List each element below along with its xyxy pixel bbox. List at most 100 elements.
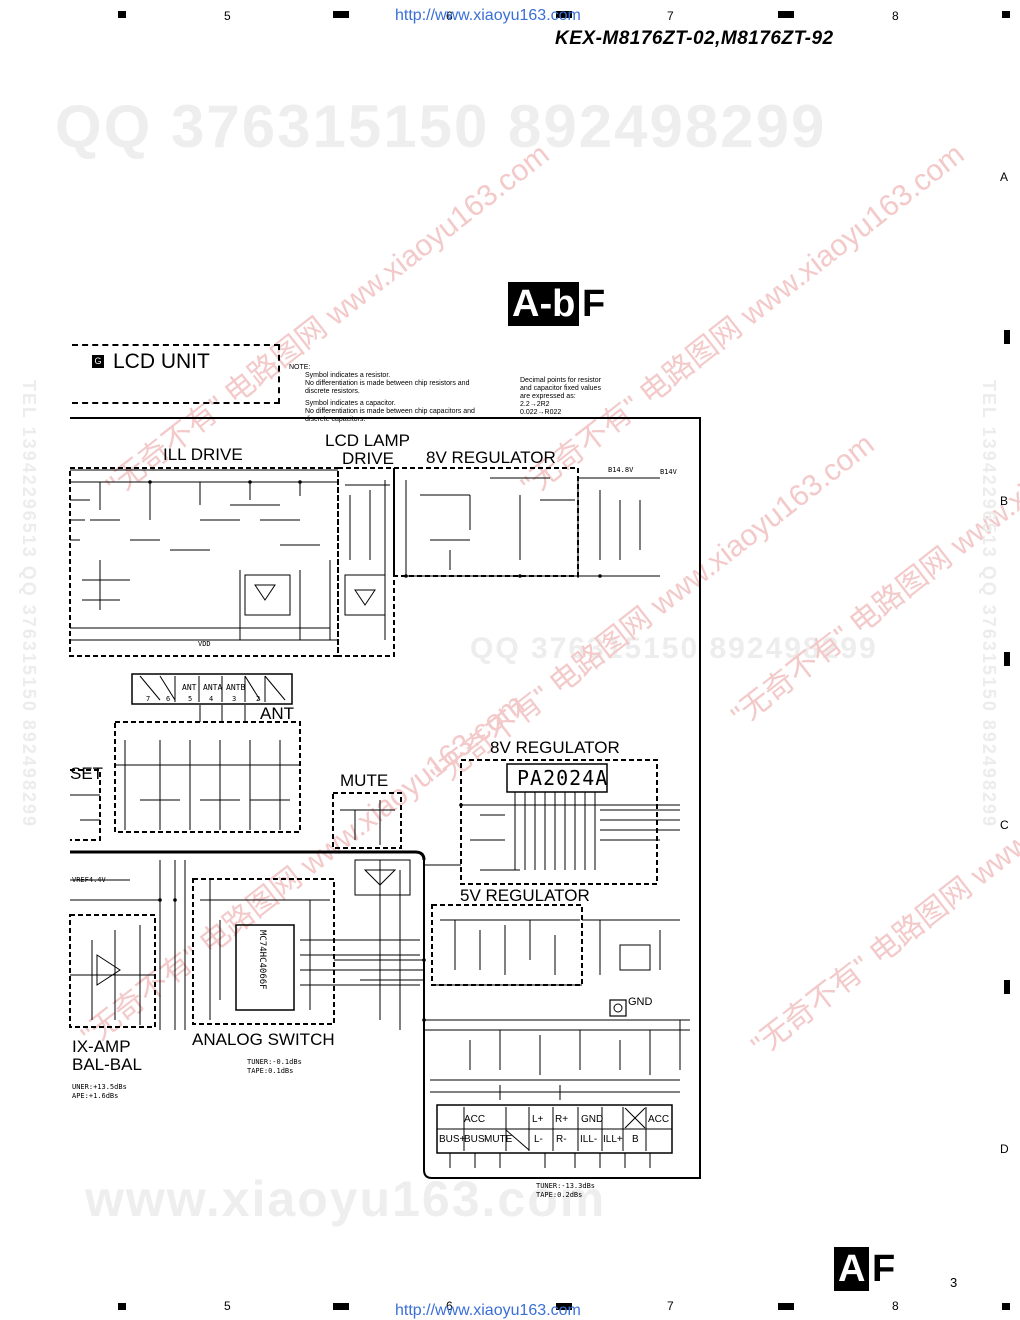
notes-left: Symbol indicates a resistor. No differen… xyxy=(305,372,475,424)
net-b14v: B14V xyxy=(660,468,677,476)
conn-pin-lminus: L- xyxy=(534,1134,543,1145)
page-number: 3 xyxy=(950,1275,958,1290)
ruler-mark xyxy=(1002,1303,1010,1310)
row-letter: A xyxy=(1000,170,1009,184)
conn-pin-illminus: ILL- xyxy=(580,1134,598,1145)
ruler-mark xyxy=(778,11,794,18)
ruler-mark xyxy=(333,11,349,18)
watermark-qq-mid: QQ 376315150 892498299 xyxy=(470,632,878,665)
mix-tuner-level: UNER:+13.5dBs xyxy=(72,1083,127,1091)
note-line: No differentiation is made between chip … xyxy=(305,408,475,415)
watermark-www-bottom: www.xiaoyu163.com xyxy=(85,1171,607,1227)
ant-pin-number: 3 xyxy=(232,695,237,703)
note-line: Decimal points for resistor xyxy=(520,377,601,384)
section-f-label: F xyxy=(582,283,606,325)
regulator-8v-top-label: 8V REGULATOR xyxy=(426,448,556,467)
note-line: and capacitor fixed values xyxy=(520,385,601,392)
net-vref: VREF4.4V xyxy=(72,876,106,884)
bal-bal-label: BAL-BAL xyxy=(72,1055,142,1074)
conn-pin-illplus: ILL+ xyxy=(603,1134,623,1145)
column-number: 6 xyxy=(446,9,453,23)
notes-title: NOTE: xyxy=(289,364,311,371)
row-mark xyxy=(1004,980,1010,994)
set-label: SET xyxy=(70,764,104,783)
mute-label: MUTE xyxy=(340,771,389,790)
conn-pin-rplus: R+ xyxy=(555,1114,569,1125)
column-number: 5 xyxy=(224,9,231,23)
net-vdd: VDD xyxy=(198,640,211,648)
section-ab-label: A-b xyxy=(508,282,580,326)
watermark-qq-top: QQ 376315150 892498299 xyxy=(55,93,827,160)
lcd-lamp-label: LCD LAMP xyxy=(325,431,411,450)
notes-right: Decimal points for resistor and capacito… xyxy=(520,377,601,417)
column-number: 8 xyxy=(892,9,899,23)
ruler-mark xyxy=(1002,11,1010,18)
ant-pin-anta: ANTA xyxy=(203,683,223,692)
row-mark xyxy=(1004,652,1010,666)
regulator-8v-mid-label: 8V REGULATOR xyxy=(490,738,620,757)
note-line: discrete capacitors. xyxy=(305,416,366,423)
lcd-unit-label: LCD UNIT xyxy=(113,350,210,373)
note-line: Symbol indicates a resistor. xyxy=(305,372,391,379)
row-mark xyxy=(1004,330,1010,344)
watermark-vertical-left: TEL 13942296513 QQ 376315150 892498299 xyxy=(19,380,39,828)
row-letter: D xyxy=(1000,1142,1009,1156)
note-line: Symbol indicates a capacitor. xyxy=(305,400,396,407)
ant-pin-number: 4 xyxy=(209,695,214,703)
ant-pin-number: 2 xyxy=(256,695,261,703)
mix-amp-label: IX-AMP xyxy=(72,1037,131,1056)
note-line: are expressed as: xyxy=(520,393,576,400)
model-title: KEX-M8176ZT-02,M8176ZT-92 xyxy=(555,28,834,49)
watermark-vertical-right: TEL 13942296513 QQ 376315150 892498299 xyxy=(979,380,999,828)
ant-pin-number: 7 xyxy=(146,695,151,703)
row-letter: B xyxy=(1000,494,1009,508)
ant-pin-antb: ANTB xyxy=(226,683,246,692)
analog-tape-level: TAPE:0.1dBs xyxy=(247,1067,294,1075)
mix-tape-level: APE:+1.6dBs xyxy=(72,1092,119,1100)
conn-pin-rminus: R- xyxy=(556,1134,567,1145)
note-line: No differentiation is made between chip … xyxy=(305,380,470,387)
conn-pin-busminus: BUS- xyxy=(464,1134,488,1145)
regulator-5v-label: 5V REGULATOR xyxy=(460,886,590,905)
ant-pin-number: 5 xyxy=(188,695,193,703)
ruler-mark xyxy=(118,11,126,18)
column-number: 8 xyxy=(892,1299,899,1313)
ant-pin-ant: ANT xyxy=(182,683,197,692)
header-url-link[interactable]: http://www.xiaoyu163.com xyxy=(395,7,581,24)
column-number: 7 xyxy=(667,9,674,23)
net-b14v8: B14.8V xyxy=(608,466,634,474)
gnd-label: GND xyxy=(628,996,653,1008)
ruler-mark xyxy=(556,11,572,18)
conn-pin-gnd: GND xyxy=(581,1114,604,1125)
footer-section-f: F xyxy=(872,1248,896,1290)
conn-pin-acc-1: ACC xyxy=(464,1114,486,1125)
footer-section-a: A xyxy=(834,1247,870,1291)
analog-tuner-level: TUNER:-0.1dBs xyxy=(247,1058,302,1066)
ic-switch-label: MC74HC4066F xyxy=(257,930,267,990)
lcd-unit-badge: G xyxy=(92,355,104,368)
footer-url-link[interactable]: http://www.xiaoyu163.com xyxy=(395,1302,581,1319)
ruler-mark xyxy=(333,1303,349,1310)
conn-tape-level: TAPE:0.2dBs xyxy=(536,1191,583,1199)
column-number: 5 xyxy=(224,1299,231,1313)
column-number: 6 xyxy=(446,1299,453,1313)
conn-pin-acc-2: ACC xyxy=(648,1114,670,1125)
note-line: 0.022→R022 xyxy=(520,409,562,416)
analog-switch-label: ANALOG SWITCH xyxy=(192,1030,335,1049)
ic-pa2024a-label: PA2024A xyxy=(517,766,609,790)
conn-pin-b: B xyxy=(632,1134,639,1145)
ant-label: ANT xyxy=(260,704,294,723)
conn-pin-mute: MUTE xyxy=(484,1134,513,1145)
note-line: 2.2→2R2 xyxy=(520,401,550,408)
conn-pin-lplus: L+ xyxy=(532,1114,544,1125)
ill-drive-label: ILL DRIVE xyxy=(163,445,243,464)
column-number: 7 xyxy=(667,1299,674,1313)
conn-pin-busplus: BUS+ xyxy=(439,1134,466,1145)
ant-pin-number: 6 xyxy=(166,695,171,703)
row-letter: C xyxy=(1000,818,1009,832)
lcd-lamp-drive-label: DRIVE xyxy=(342,449,394,468)
lcd-unit-bracket xyxy=(72,344,280,404)
note-line: discrete resistors. xyxy=(305,388,360,395)
conn-tuner-level: TUNER:-13.3dBs xyxy=(536,1182,596,1190)
